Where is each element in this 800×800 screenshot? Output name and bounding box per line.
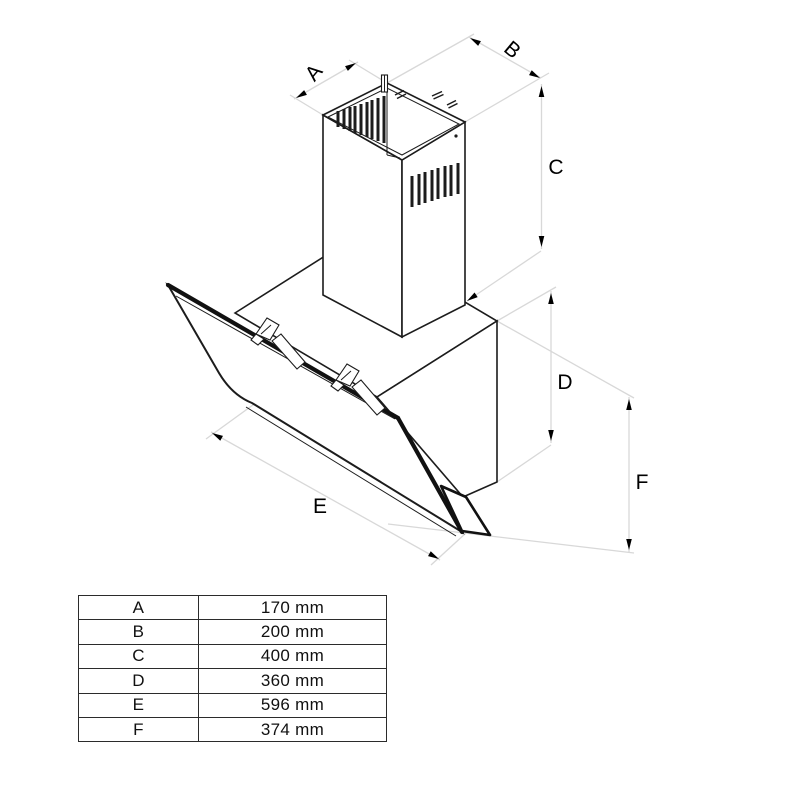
dim-letter-cell: A: [78, 594, 199, 621]
table-row: D 360 mm: [78, 668, 387, 694]
chimney-duct: [321, 74, 467, 339]
dim-letter-cell: B: [78, 619, 199, 645]
dimension-arrowheads: [212, 38, 632, 559]
vent-slots-inner-left: [336, 96, 386, 143]
table-row: A 170 mm: [78, 594, 387, 621]
dim-letter-cell: E: [78, 692, 199, 718]
rim-slot-marks: [394, 89, 458, 109]
table-row: E 596 mm: [78, 692, 387, 718]
dim-label-d: D: [557, 371, 572, 394]
dim-value-cell: 170 mm: [198, 594, 387, 621]
dimensions-table: A 170 mm B 200 mm C 400 mm D 360 mm E 59…: [78, 594, 387, 743]
table-row: B 200 mm: [78, 619, 387, 645]
glass-corner-tip: [439, 484, 492, 537]
dim-value-cell: 360 mm: [198, 668, 387, 694]
dim-letter-cell: C: [78, 643, 199, 670]
dim-letter-cell: D: [78, 668, 199, 694]
dim-value-cell: 400 mm: [198, 643, 387, 670]
glass-front-face: [165, 282, 465, 535]
screw-hole: [454, 134, 458, 138]
dim-value-cell: 596 mm: [198, 692, 387, 718]
dim-value-cell: 200 mm: [198, 619, 387, 645]
dim-label-c: C: [548, 156, 563, 179]
dim-value-cell: 374 mm: [198, 716, 387, 743]
bracket-right: [330, 363, 386, 416]
dim-label-b: B: [499, 37, 525, 64]
glass-thickness-top: [175, 295, 396, 420]
table-row: C 400 mm: [78, 643, 387, 670]
mounting-tab: [380, 74, 389, 93]
glass-thickness-bottom: [245, 406, 457, 537]
bracket-left: [250, 317, 306, 370]
dim-label-f: F: [636, 471, 649, 494]
vent-slots-right-wall: [410, 163, 460, 207]
dim-letter-cell: F: [78, 716, 199, 743]
chimney-inner-bottom-edge: [386, 154, 401, 159]
chimney-inner-rim: [326, 87, 461, 156]
dim-label-e: E: [313, 495, 327, 518]
table-row: F 374 mm: [78, 716, 387, 743]
glass-right-edge: [395, 415, 465, 535]
